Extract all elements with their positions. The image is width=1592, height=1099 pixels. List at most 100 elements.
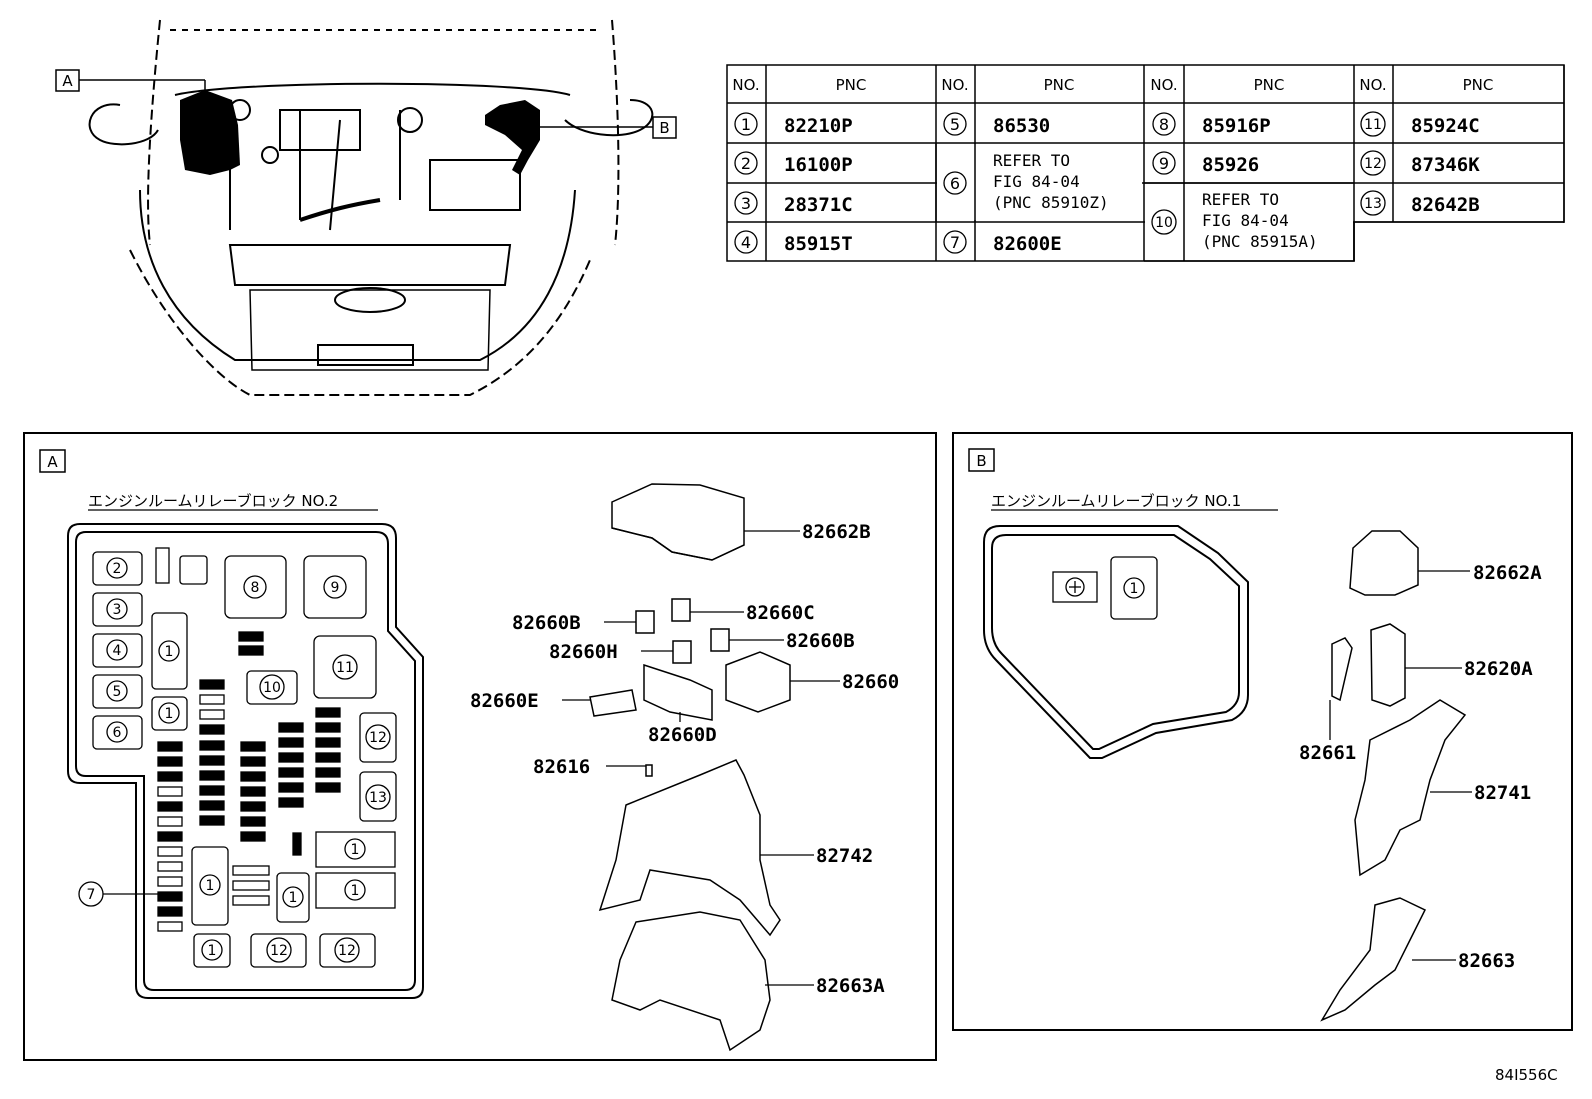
relay-block-no1-layout <box>983 525 1249 759</box>
relay-block-no2-slot-numbers: 2 3 4 5 6 8 9 1 1 10 11 12 13 1 1 1 1 1 … <box>113 561 387 959</box>
svg-text:12: 12 <box>338 943 356 959</box>
part-label: 82660D <box>648 724 717 746</box>
header-no-2: NO. <box>941 76 968 94</box>
svg-text:1: 1 <box>165 644 174 660</box>
svg-text:10: 10 <box>263 680 281 696</box>
svg-text:3: 3 <box>741 194 751 213</box>
pnc-value: 85924C <box>1411 115 1480 137</box>
table-row: 10 REFER TO FIG 84-04 (PNC 85915A) <box>1151 190 1318 251</box>
table-row: 12 87346K <box>1360 150 1480 176</box>
svg-text:11: 11 <box>1364 117 1382 133</box>
panel-a-tag: A <box>47 453 58 471</box>
pnc-refer-line-2: FIG 84-04 <box>993 172 1080 191</box>
table-row: 11 85924C <box>1360 111 1480 137</box>
callout-b: B <box>540 116 677 139</box>
part-label: 82661 <box>1299 742 1356 764</box>
header-no-1: NO. <box>732 76 759 94</box>
part-label: 82620A <box>1464 658 1533 680</box>
svg-text:12: 12 <box>369 730 387 746</box>
part-drawings-a <box>589 483 791 1052</box>
svg-text:10: 10 <box>1155 215 1173 231</box>
svg-text:1: 1 <box>206 878 215 894</box>
table-row: 13 82642B <box>1360 190 1480 216</box>
pnc-refer-line-1: REFER TO <box>1202 190 1279 209</box>
callout-b-label: B <box>659 119 669 137</box>
svg-text:1: 1 <box>351 883 360 899</box>
pnc-value: 82642B <box>1411 194 1480 216</box>
svg-text:5: 5 <box>113 684 122 700</box>
svg-text:1: 1 <box>289 890 298 906</box>
svg-text:8: 8 <box>1159 115 1169 134</box>
part-label: 82660H <box>549 641 618 663</box>
header-pnc-4: PNC <box>1463 76 1494 94</box>
pointer-7: 7 <box>78 881 160 907</box>
svg-text:9: 9 <box>331 580 340 596</box>
pnc-refer-line-3: (PNC 85915A) <box>1202 232 1318 251</box>
part-label: 82660E <box>470 690 539 712</box>
pnc-value: 28371C <box>784 194 853 216</box>
table-row: 9 85926 <box>1152 151 1259 176</box>
pnc-refer-line-3: (PNC 85910Z) <box>993 193 1109 212</box>
svg-text:2: 2 <box>741 154 751 173</box>
table-row: 5 86530 <box>943 112 1050 137</box>
part-label: 82663A <box>816 975 885 997</box>
part-label: 82616 <box>533 756 590 778</box>
part-label: 82662B <box>802 521 871 543</box>
header-pnc-1: PNC <box>836 76 867 94</box>
svg-text:2: 2 <box>113 561 122 577</box>
svg-text:6: 6 <box>950 174 960 193</box>
relay-block-no2-slots <box>92 547 397 968</box>
pnc-value: 85915T <box>784 233 853 255</box>
header-pnc-3: PNC <box>1254 76 1285 94</box>
relay-block-a-location <box>180 90 240 175</box>
panel-a-title: エンジンルームリレーブロック NO.2 <box>88 492 338 510</box>
svg-text:4: 4 <box>113 643 122 659</box>
svg-text:13: 13 <box>1364 196 1382 212</box>
panel-b: B エンジンルームリレーブロック NO.1 <box>952 432 1573 1031</box>
svg-text:4: 4 <box>741 233 751 252</box>
pnc-value: 82210P <box>784 115 853 137</box>
svg-text:8: 8 <box>251 580 260 596</box>
svg-text:1: 1 <box>741 115 751 134</box>
svg-text:3: 3 <box>113 602 122 618</box>
table-row: 7 82600E <box>943 230 1062 255</box>
callout-a: A <box>55 69 206 100</box>
part-labels-b: 82662A 82620A 82661 82741 82663 <box>1299 562 1542 972</box>
relay-block-no1-slots <box>1052 556 1158 620</box>
vehicle-engine-bay-illustration <box>88 19 654 396</box>
table-row: 3 28371C <box>734 191 853 216</box>
part-label: 82741 <box>1474 782 1531 804</box>
part-labels-a: 82662B 82660B 82660C 82660H 82660B 82660… <box>470 521 899 997</box>
pnc-value: 16100P <box>784 154 853 176</box>
table-headers: NO. PNC NO. PNC NO. PNC NO. PNC <box>732 76 1493 94</box>
pnc-value: 85916P <box>1202 115 1271 137</box>
pnc-value: 86530 <box>993 115 1050 137</box>
header-no-4: NO. <box>1359 76 1386 94</box>
table-row: 1 82210P <box>734 112 853 137</box>
pnc-refer-line-1: REFER TO <box>993 151 1070 170</box>
svg-text:1: 1 <box>351 842 360 858</box>
pnc-value: 87346K <box>1411 154 1480 176</box>
relay-block-b-location <box>485 100 540 175</box>
pnc-value: 82600E <box>993 233 1062 255</box>
relay-block-no2-layout <box>67 523 424 999</box>
part-label: 82662A <box>1473 562 1542 584</box>
part-label: 82660B <box>512 612 581 634</box>
part-label: 82663 <box>1458 950 1515 972</box>
svg-text:12: 12 <box>270 943 288 959</box>
svg-text:12: 12 <box>1364 156 1382 172</box>
table-row: 6 REFER TO FIG 84-04 (PNC 85910Z) <box>943 151 1109 212</box>
slot-1-label: 1 <box>1130 581 1139 597</box>
part-label: 82660C <box>746 602 815 624</box>
svg-text:7: 7 <box>950 233 960 252</box>
svg-text:1: 1 <box>208 943 217 959</box>
part-label: 82660 <box>842 671 899 693</box>
panel-b-title: エンジンルームリレーブロック NO.1 <box>991 492 1241 510</box>
callout-a-label: A <box>62 72 73 90</box>
table-row: 4 85915T <box>734 230 853 255</box>
svg-text:11: 11 <box>336 660 354 676</box>
table-row: 2 16100P <box>734 151 853 176</box>
figure-code: 84I556C <box>1495 1066 1558 1084</box>
pnc-value: 85926 <box>1202 154 1259 176</box>
